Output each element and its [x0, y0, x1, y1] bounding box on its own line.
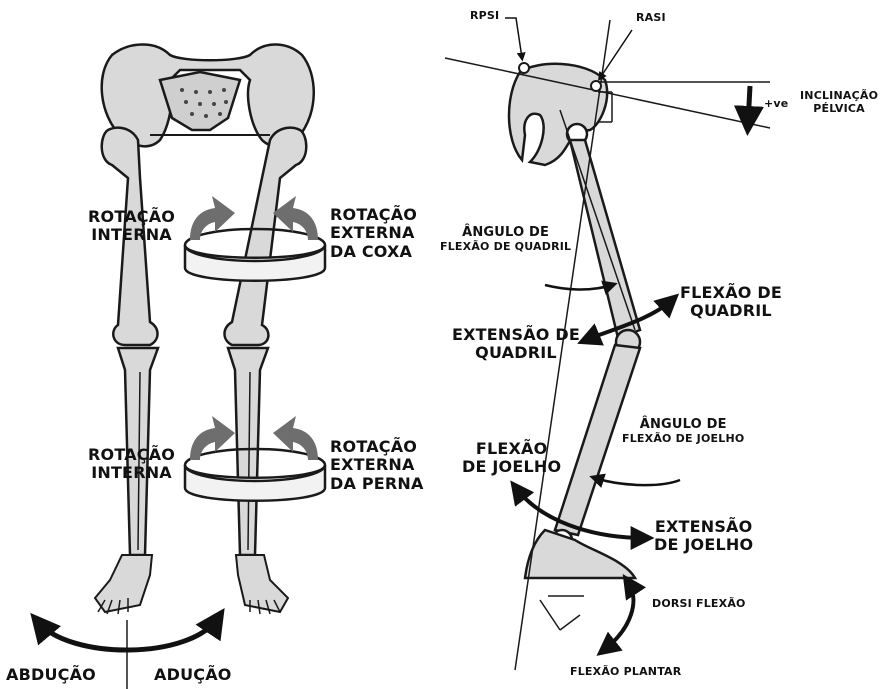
adduction-label: ADUÇÃO: [154, 666, 232, 684]
pelvic-tilt-label: INCLINAÇÃO PÉLVICA: [800, 90, 878, 115]
hip-flexion-label: FLEXÃO DE QUADRIL: [680, 284, 782, 321]
abduction-adduction-arrow: [38, 618, 218, 650]
right-foot: [236, 555, 288, 614]
dorsiflexion-label: DORSI FLEXÃO: [652, 598, 746, 611]
rpsi-pointer: [505, 18, 522, 58]
hip-angle-arc: [545, 285, 612, 290]
leg-external-rotation-label: ROTAÇÃO EXTERNA DA PERNA: [330, 438, 424, 493]
rasi-label: RASI: [636, 12, 666, 25]
knee-extension-label: EXTENSÃO DE JOELHO: [654, 518, 753, 555]
rpsi-label: RPSI: [470, 10, 499, 23]
rpsi-marker: [519, 63, 529, 73]
pelvis-side: [509, 64, 607, 165]
rasi-marker: [591, 81, 601, 91]
knee-angle-arc: [595, 478, 680, 485]
right-femur: [225, 128, 307, 345]
hip-extension-label: EXTENSÃO DE QUADRIL: [452, 326, 580, 363]
thigh-internal-rotation-label: ROTAÇÃO INTERNA: [88, 208, 175, 245]
plantar-flexion-label: FLEXÃO PLANTAR: [570, 666, 681, 679]
ankle-flexion-arrow: [604, 582, 633, 650]
left-foot: [95, 555, 152, 614]
thigh-external-rotation-label: ROTAÇÃO EXTERNA DA COXA: [330, 206, 417, 261]
plus-ve-label: +ve: [764, 98, 788, 111]
thigh-external-rotation-arrow: [273, 196, 318, 240]
knee-flexion-angle-label: ÂNGULO DE FLEXÃO DE JOELHO: [622, 418, 744, 446]
pelvic-tilt-arrow: [748, 86, 750, 124]
hip-flexion-angle-label: ÂNGULO DE FLEXÃO DE QUADRIL: [440, 226, 571, 254]
right-tibia: [228, 348, 268, 555]
leg-external-rotation-arrow: [273, 416, 318, 460]
abduction-label: ABDUÇÃO: [6, 666, 96, 684]
knee-flexion-label: FLEXÃO DE JOELHO: [462, 440, 561, 477]
leg-internal-rotation-label: ROTAÇÃO INTERNA: [88, 446, 175, 483]
